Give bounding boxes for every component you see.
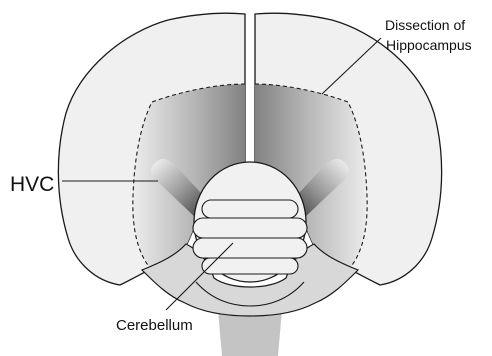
cerebellum-fold-2 [193,218,307,238]
hippocampus-label-line1: Dissection of [385,17,465,33]
hippocampus-label-line2: Hippocampus [386,37,472,53]
cerebellum-fold-4 [202,258,298,274]
cerebellum-fold-1 [202,200,298,218]
hvc-label: HVC [10,173,54,196]
cerebellum-label: Cerebellum [116,317,193,334]
brainstem [218,310,282,356]
cerebellum-fold-3 [193,238,307,258]
cerebellum [193,162,307,282]
